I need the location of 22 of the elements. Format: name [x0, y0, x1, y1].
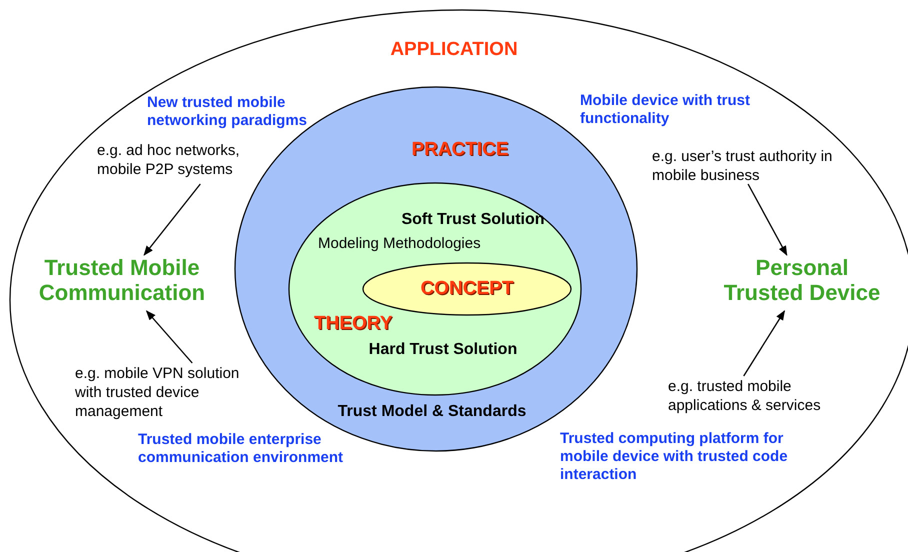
- layer-label: Hard Trust Solution: [368, 340, 518, 360]
- topic-heading: Trusted computing platform for mobile device with trusted code interaction: [560, 430, 789, 484]
- layer-label: Soft Trust Solution: [400, 210, 546, 230]
- topic-heading: New trusted mobile networking paradigms: [147, 94, 308, 130]
- example-text: e.g. trusted mobile applications & services: [668, 378, 822, 416]
- arrow: [743, 310, 785, 376]
- arrow: [146, 310, 193, 364]
- layer-title: THEORY: [314, 312, 394, 336]
- example-text: Modeling Methodologies: [318, 235, 482, 254]
- domain-label: Personal Trusted Device: [722, 255, 882, 306]
- example-text: e.g. mobile VPN solution with trusted device management: [75, 365, 240, 422]
- topic-heading: Mobile device with trust functionality: [580, 92, 752, 128]
- layer-title: PRACTICE: [410, 138, 510, 162]
- domain-label: Trusted Mobile Communication: [38, 255, 206, 306]
- example-text: e.g. user’s trust authority in mobile business: [652, 148, 834, 186]
- layer-title: APPLICATION: [389, 38, 519, 62]
- example-text: e.g. ad hoc networks, mobile P2P systems: [97, 142, 241, 180]
- arrow: [144, 184, 201, 256]
- layer-title: CONCEPT: [420, 277, 514, 301]
- arrow: [747, 184, 788, 256]
- topic-heading: Trusted mobile enterprise communication environment: [138, 431, 344, 467]
- layer-label: Trust Model & Standards: [336, 402, 528, 422]
